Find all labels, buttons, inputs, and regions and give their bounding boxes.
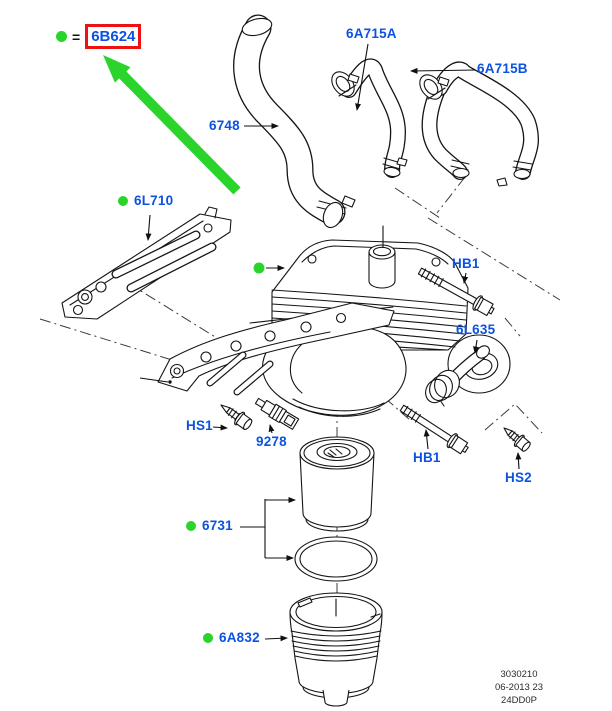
highlighted-part-number[interactable]: 6B624 bbox=[85, 24, 142, 49]
filter-cap-drawing bbox=[289, 592, 383, 707]
bolt-upper-drawing bbox=[417, 267, 495, 317]
label-screw-rear[interactable]: HS2 bbox=[505, 470, 532, 485]
label-filter-text[interactable]: 6731 bbox=[202, 518, 233, 533]
sensor-drawing bbox=[254, 397, 300, 430]
label-bolt-upper[interactable]: HB1 bbox=[452, 256, 480, 271]
hose-6a715b-drawing bbox=[419, 61, 540, 187]
highlight-arrow-icon bbox=[103, 55, 241, 195]
label-cap[interactable]: 6A832 bbox=[203, 631, 260, 645]
bolt-lower-drawing bbox=[399, 404, 469, 455]
title-block: 3030210 06-2013 23 24DD0P bbox=[459, 668, 579, 707]
label-bolt-lower[interactable]: HB1 bbox=[413, 450, 441, 465]
label-gasket[interactable]: 6L710 bbox=[118, 194, 173, 208]
o-ring-drawing bbox=[294, 536, 378, 582]
label-hose-b[interactable]: 6A715B bbox=[477, 61, 528, 76]
screw-front-drawing bbox=[220, 404, 253, 431]
mounting-bracket-drawing bbox=[139, 302, 395, 396]
label-hose-a[interactable]: 6A715A bbox=[346, 26, 397, 41]
drawing-number: 3030210 bbox=[500, 669, 538, 680]
hose-6748-drawing bbox=[233, 14, 356, 229]
label-connector[interactable]: 6L635 bbox=[456, 322, 496, 337]
revision-date: 06-2013 23 bbox=[494, 682, 544, 693]
connector-drawing bbox=[425, 345, 490, 407]
highlighted-part-callout: = 6B624 bbox=[56, 24, 142, 49]
label-hose-main[interactable]: 6748 bbox=[209, 118, 240, 133]
green-dot-icon bbox=[118, 196, 128, 206]
green-dot-icon bbox=[56, 31, 67, 42]
green-dot-icon bbox=[203, 633, 213, 643]
label-cap-text[interactable]: 6A832 bbox=[219, 630, 260, 645]
oil-filter-drawing bbox=[299, 436, 375, 532]
gasket-plate-drawing bbox=[61, 206, 232, 320]
leader-lines bbox=[145, 43, 522, 642]
screw-rear-drawing bbox=[503, 427, 531, 452]
label-gasket-text[interactable]: 6L710 bbox=[134, 193, 174, 208]
equals-sign: = bbox=[72, 28, 81, 45]
filter-housing-boss-drawing bbox=[447, 334, 511, 394]
label-sensor[interactable]: 9278 bbox=[256, 434, 287, 449]
label-screw-front[interactable]: HS1 bbox=[186, 418, 213, 433]
drawing-code: 24DD0P bbox=[501, 695, 537, 706]
green-dot-icon bbox=[186, 521, 196, 531]
green-dot-icon bbox=[253, 262, 265, 274]
hose-6a715a-drawing bbox=[331, 58, 408, 178]
label-filter[interactable]: 6731 bbox=[186, 519, 233, 533]
